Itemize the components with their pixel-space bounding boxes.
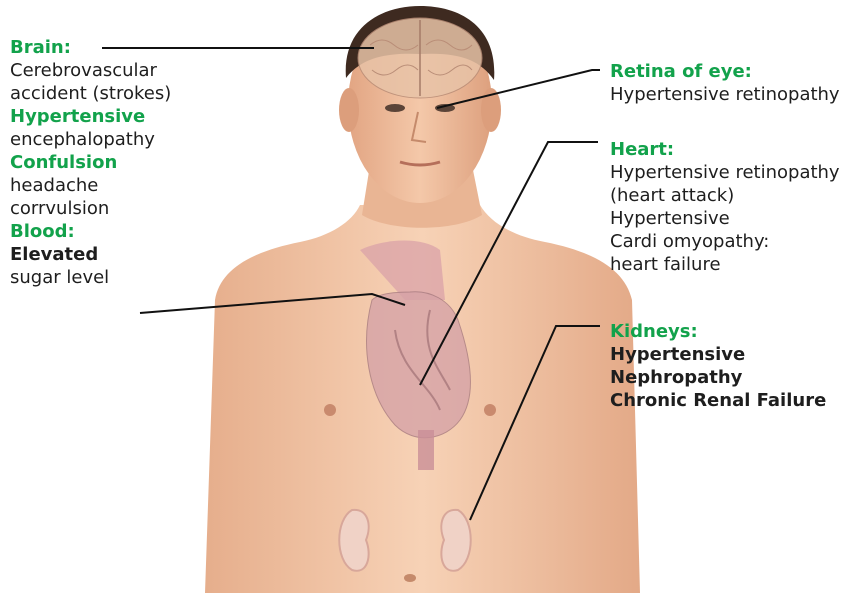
brain-title: Brain: [10, 36, 171, 59]
descending-aorta [418, 430, 434, 470]
navel [404, 574, 416, 582]
left-eye [385, 104, 405, 112]
kidneys-title: Kidneys: [610, 320, 826, 343]
brain-text-4: headache [10, 174, 171, 197]
heart-text-5: heart failure [610, 253, 840, 276]
brain-text-1: Cerebrovascular [10, 59, 171, 82]
kidneys-text-2: Nephropathy [610, 366, 826, 389]
kidneys-annotation: Kidneys: Hypertensive Nephropathy Chroni… [610, 320, 826, 412]
heart-text-4: Cardi omyopathy: [610, 230, 840, 253]
kidneys-text-3: Chronic Renal Failure [610, 389, 826, 412]
right-nipple [484, 404, 496, 416]
heart-annotation: Heart: Hypertensive retinopathy (heart a… [610, 138, 840, 276]
left-kidney [339, 510, 368, 571]
retina-annotation: Retina of eye: Hypertensive retinopathy [610, 60, 840, 106]
brain-text-3: encephalopathy [10, 128, 171, 151]
right-kidney [441, 510, 470, 571]
retina-text-1: Hypertensive retinopathy [610, 83, 840, 106]
left-ear [339, 88, 359, 132]
blood-text-2: sugar level [10, 266, 171, 289]
heart-text-3: Hypertensive [610, 207, 840, 230]
heart-text-2: (heart attack) [610, 184, 840, 207]
brain-subheading-2: Confulsion [10, 151, 171, 174]
brain-text-2: accident (strokes) [10, 82, 171, 105]
left-nipple [324, 404, 336, 416]
kidneys-text-1: Hypertensive [610, 343, 826, 366]
blood-title: Blood: [10, 220, 171, 243]
brain-text-5: corrvulsion [10, 197, 171, 220]
retina-title: Retina of eye: [610, 60, 840, 83]
brain-annotation: Brain: Cerebrovascular accident (strokes… [10, 36, 171, 289]
heart-title: Heart: [610, 138, 840, 161]
brain-subheading-1: Hypertensive [10, 105, 171, 128]
blood-text-1: Elevated [10, 243, 171, 266]
heart-text-1: Hypertensive retinopathy [610, 161, 840, 184]
